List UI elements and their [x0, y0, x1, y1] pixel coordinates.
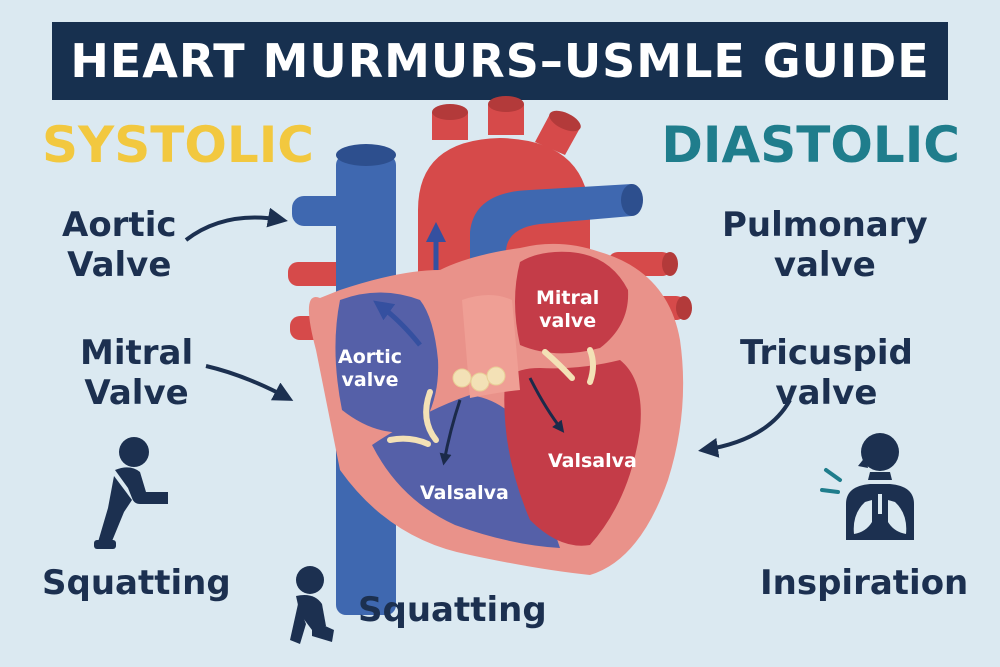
left-atrium	[515, 251, 629, 354]
squatting-person-icon	[94, 437, 168, 549]
tricuspid-valve-pointer-arrow	[698, 399, 792, 458]
inspiration-label: Inspiration	[760, 563, 969, 603]
page-title: HEART MURMURS–USMLE GUIDE	[70, 34, 930, 88]
mitral-valve-label: Mitral Valve	[80, 333, 194, 413]
left-ventricle	[504, 360, 641, 546]
valsalva-label-left: Valsalva	[420, 482, 509, 504]
mitral-valve-pointer-arrow	[205, 364, 294, 401]
right-atrium	[335, 292, 439, 433]
title-banner: HEART MURMURS–USMLE GUIDE	[52, 22, 948, 100]
systolic-heading: SYSTOLIC	[42, 116, 314, 174]
heart-mitral-valve-label: Mitral valve	[536, 287, 600, 332]
pulmonary-valve-label: Pulmonary valve	[722, 205, 928, 285]
ventricle-flow-arrow-left	[439, 399, 462, 466]
heart-aortic-valve-label: Aortic valve	[338, 346, 402, 391]
aortic-valve-pointer-arrow	[184, 207, 288, 242]
squatting-label-center: Squatting	[358, 590, 547, 630]
crouching-person-icon	[290, 566, 334, 644]
valsalva-label-right: Valsalva	[548, 450, 637, 472]
atrium-flow-arrow	[373, 300, 422, 347]
aortic-valve-label: Aortic Valve	[62, 205, 177, 285]
diastolic-heading: DIASTOLIC	[661, 116, 960, 174]
valve-leaflets	[387, 347, 596, 447]
squatting-label-left: Squatting	[42, 563, 231, 603]
tricuspid-valve-label: Tricuspid valve	[740, 333, 913, 413]
breathing-lungs-icon	[820, 433, 914, 540]
ventricle-flow-arrow-right	[528, 377, 565, 433]
interventricular-septum	[462, 295, 520, 398]
pulmonary-artery	[470, 184, 643, 300]
